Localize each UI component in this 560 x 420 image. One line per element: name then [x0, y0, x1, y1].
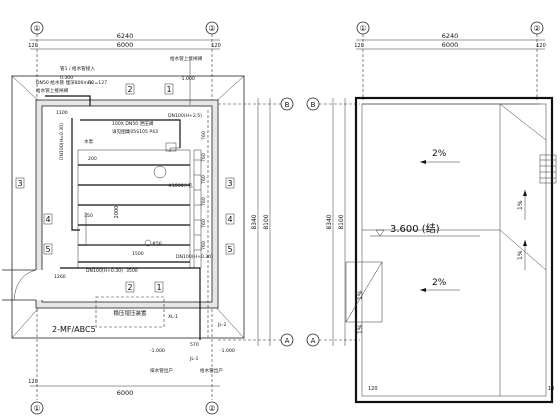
- note: XL-1: [168, 314, 178, 320]
- section-mark: 3: [227, 179, 232, 188]
- dim-small-right: 120: [536, 43, 546, 49]
- grid-row-top: B: [311, 101, 316, 109]
- equipment-box: [95, 296, 165, 328]
- note: DN100(H+0.30): [86, 268, 123, 274]
- dim-top-inner: 6000: [442, 41, 459, 49]
- section-mark: 5: [227, 245, 232, 254]
- dim-bottom-small: 120: [28, 379, 38, 385]
- slope-left-2: 1%: [357, 324, 364, 334]
- dim-small-left: 120: [354, 43, 364, 49]
- grid-label: ②: [208, 24, 215, 33]
- note: 排水管出户: [150, 367, 173, 374]
- note: 0.300: [60, 75, 73, 81]
- note: -1.000: [150, 348, 165, 354]
- note: DN50 给水管 埋深800mm: [36, 79, 93, 86]
- slope-bottom: 2%: [432, 278, 447, 288]
- dim-top-inner: 6000: [117, 41, 134, 49]
- grid-label: ①: [33, 404, 40, 413]
- note: 给水管出户: [200, 367, 223, 374]
- water-tank: [77, 149, 202, 269]
- dim-right-inner: 8100: [263, 214, 270, 229]
- roof-outline: [11, 75, 245, 339]
- grid-label: ②: [208, 404, 215, 413]
- note: 100X DN50 泄压阀: [112, 120, 154, 127]
- note: DN100(H+0.30): [176, 254, 213, 260]
- roof-parapet: [354, 96, 554, 404]
- note: -1.000: [220, 348, 235, 354]
- slope-left-1: 1%: [357, 290, 364, 300]
- dim-bottom-small: 120: [368, 386, 378, 392]
- note: JL-1: [189, 356, 198, 362]
- dim-small-left: 120: [28, 43, 38, 49]
- dim-760: 760: [201, 197, 207, 206]
- dim-760: 760: [201, 153, 207, 162]
- grid-row-bottom: A: [285, 337, 290, 345]
- dim-760: 760: [201, 175, 207, 184]
- section-mark: 3: [17, 179, 22, 188]
- note: 2000: [114, 206, 120, 219]
- grid-label: ①: [359, 24, 366, 33]
- note: 1100: [56, 110, 68, 116]
- manhole-circle: [153, 165, 167, 179]
- note: JL-2: [217, 322, 226, 328]
- slope-top: 2%: [432, 149, 447, 159]
- inner-room: [41, 105, 213, 303]
- note: 1500: [132, 251, 144, 257]
- dim-760: 760: [201, 241, 207, 250]
- right-plan: ① ② 6240 6000 120 120 B A 8340 8100: [306, 21, 557, 404]
- note: 350: [84, 213, 93, 219]
- roof-hatch: [539, 154, 557, 184]
- dim-bottom: 6000: [117, 389, 134, 397]
- section-mark: 5: [45, 245, 50, 254]
- fire-extinguisher-label: 2-MF/ABC5: [52, 325, 96, 334]
- note: -1.000: [180, 76, 195, 82]
- note: 水泵: [84, 138, 94, 145]
- note: 详见图集05S105 P43: [112, 128, 158, 135]
- note: 570: [190, 342, 199, 348]
- note: 给水管上接闸阀: [170, 55, 203, 62]
- grid-row-bottom: A: [311, 337, 316, 345]
- note: 3500: [126, 268, 138, 274]
- dim-left-outer: 8340: [326, 214, 333, 229]
- grid-row-top: B: [285, 101, 290, 109]
- note: 1260: [54, 274, 66, 280]
- note: D2=127: [88, 80, 107, 86]
- section-mark: 1: [156, 283, 161, 292]
- note: 管1 / 给水管接入: [60, 65, 95, 72]
- left-plan: ① ② 6240 6000 120 120: [2, 21, 294, 415]
- section-mark: 2: [127, 283, 132, 292]
- note: DN100(H+2.5): [168, 113, 202, 119]
- dim-top-outer: 6240: [117, 32, 134, 40]
- dim-top-outer: 6240: [442, 32, 459, 40]
- section-mark: 4: [45, 215, 50, 224]
- note: DN100(H=0.30): [59, 123, 65, 160]
- section-mark: 4: [227, 215, 232, 224]
- note: 200: [88, 156, 97, 162]
- dim-small-right: 120: [211, 43, 221, 49]
- section-mark: 2: [127, 85, 132, 94]
- equipment-label: 稳压增压装置: [113, 309, 147, 317]
- inlet-pipe: [45, 95, 91, 106]
- slope-right-2: 1%: [517, 250, 524, 260]
- note: #1000人孔: [168, 182, 193, 189]
- roof-opening: [345, 261, 383, 323]
- dim-760: 760: [201, 131, 207, 140]
- dim-left-inner: 8100: [338, 214, 345, 229]
- note: 给水管上接闸阀: [36, 87, 69, 94]
- slope-right-1: 1%: [517, 200, 524, 210]
- grid-label: ①: [33, 24, 40, 33]
- note: #50: [152, 241, 162, 247]
- roof-elevation: 3.600 (结): [390, 222, 440, 235]
- dim-right-small: 10: [548, 386, 554, 392]
- section-mark: 1: [166, 85, 171, 94]
- grid-label: ②: [533, 24, 540, 33]
- dim-right-outer: 8340: [251, 214, 258, 229]
- dim-760: 760: [201, 219, 207, 228]
